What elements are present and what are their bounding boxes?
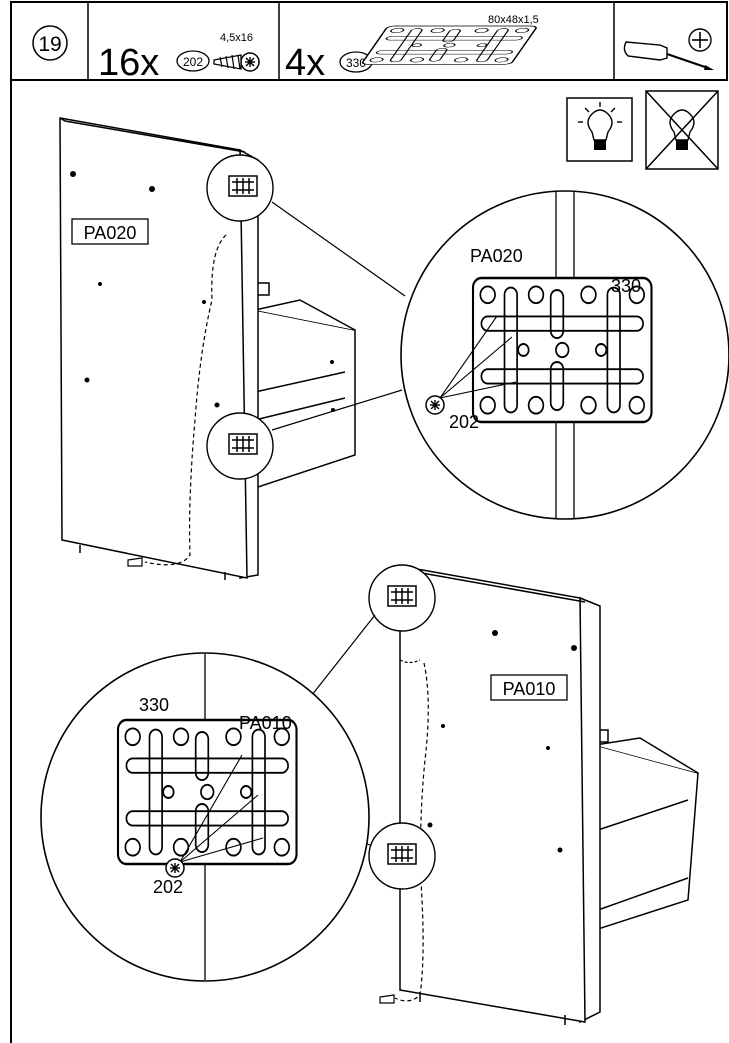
bottom-floor-screw: [379, 994, 395, 1004]
bottom-detail-view: 330 PA010 202: [40, 652, 370, 982]
part-spec-202: 4,5x16: [220, 32, 253, 44]
bottom-detail-screw-icon: [165, 858, 185, 878]
top-detail-screw-icon: [425, 395, 445, 415]
light-on-icon: [566, 97, 633, 162]
bottom-detail-plate-label: 330: [139, 695, 169, 715]
top-detail-screw-label: 202: [449, 412, 479, 432]
bottom-panel-label-box: PA010: [490, 674, 568, 701]
light-off-crossed-icon: [645, 90, 719, 170]
top-detail-panel-label: PA020: [470, 246, 523, 266]
bottom-assembly: [399, 565, 699, 1025]
bottom-detail-panel-label: PA010: [239, 713, 292, 733]
top-panel-label: PA020: [84, 223, 137, 243]
top-callout-circle-lower: [206, 412, 274, 480]
top-callout-circle-upper: [206, 154, 274, 222]
part-quantity-330: 4x: [285, 42, 325, 84]
part-quantity-202: 16x: [98, 42, 159, 84]
screw-icon: [213, 52, 260, 72]
connector-plate-icon: [360, 25, 539, 66]
bottom-panel-label: PA010: [503, 679, 556, 699]
bottom-detail-screw-label: 202: [153, 877, 183, 897]
top-detail-view: PA020 330 202: [400, 190, 729, 520]
step-number-badge: 19: [32, 25, 68, 61]
part-badge-202: 202: [176, 50, 210, 72]
part-id-330: 330: [346, 56, 366, 70]
top-panel-label-box: PA020: [71, 218, 149, 245]
part-spec-330: 80x48x1,5: [488, 14, 539, 26]
top-floor-screw: [127, 557, 143, 567]
part-id-202: 202: [183, 55, 203, 69]
step-number: 19: [38, 33, 61, 56]
bottom-callout-circle-upper: [368, 564, 436, 632]
top-detail-plate-label: 330: [611, 276, 641, 296]
phillips-screwdriver-icon: [623, 28, 714, 70]
header-bar: 19 16x 202 4,5x16 4x 330 80x48x1,5: [10, 1, 728, 84]
bottom-callout-circle-lower: [368, 822, 436, 890]
